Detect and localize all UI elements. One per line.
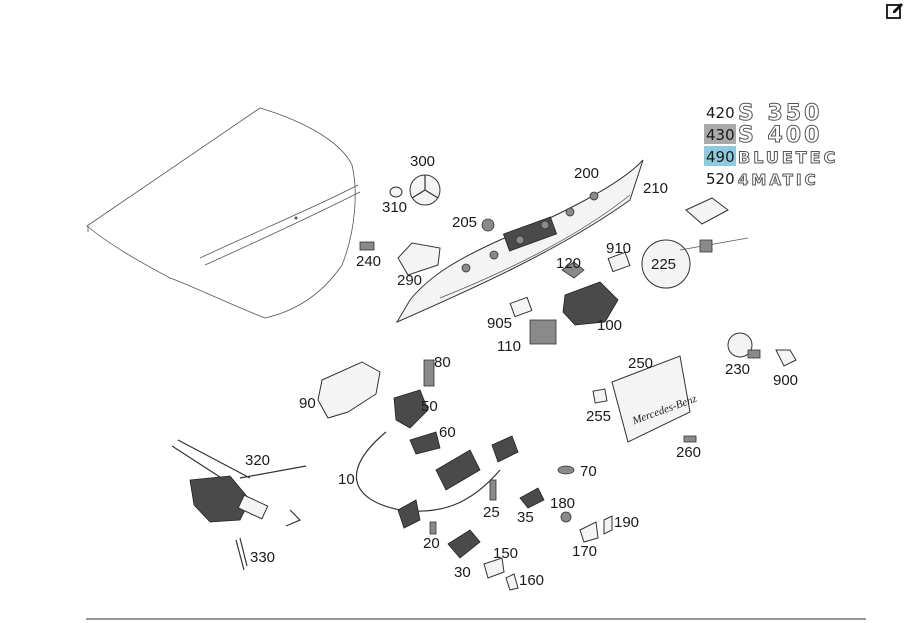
edit-icon [886, 3, 903, 19]
label-250: 250 [628, 355, 653, 372]
badge-num-430: 430 [706, 126, 735, 144]
part-190 [603, 515, 613, 535]
handle-strip [395, 159, 644, 324]
label-260: 260 [676, 444, 701, 461]
label-70: 70 [580, 463, 597, 480]
label-205: 205 [452, 214, 477, 231]
camera-unit [561, 251, 631, 326]
label-320: 320 [245, 452, 270, 469]
part-180 [560, 511, 572, 523]
label-240: 240 [356, 253, 381, 270]
label-300: 300 [410, 153, 435, 170]
bracket-290 [397, 242, 441, 276]
latch-50 [393, 359, 435, 429]
part-170 [579, 521, 599, 543]
label-25: 25 [483, 504, 500, 521]
label-225: 225 [651, 256, 676, 273]
badge-num-490: 490 [706, 148, 735, 166]
screw-20 [429, 521, 437, 535]
label-255: 255 [586, 408, 611, 425]
label-80: 80 [434, 354, 451, 371]
label-190: 190 [614, 514, 639, 531]
label-35: 35 [517, 509, 534, 526]
label-150: 150 [493, 545, 518, 562]
label-100: 100 [597, 317, 622, 334]
bolt-240 [359, 241, 375, 251]
lock-cover-90 [317, 361, 381, 419]
screw-25 [489, 479, 497, 501]
label-170: 170 [572, 543, 597, 560]
badge-highlight-430 [704, 124, 736, 144]
model-badges: 420 430 490 520 S 350 S 400 BLUETEC 4MAT… [704, 101, 838, 190]
washer-70 [557, 465, 575, 475]
label-230: 230 [725, 361, 750, 378]
label-60: 60 [439, 424, 456, 441]
clip-205 [481, 218, 495, 232]
lamp-225 [641, 197, 749, 289]
label-200: 200 [574, 165, 599, 182]
badge-text-430: S 400 [738, 123, 822, 148]
label-160: 160 [519, 572, 544, 589]
label-90: 90 [299, 395, 316, 412]
cable-10 [355, 431, 519, 529]
bracket-35 [519, 487, 545, 509]
star-emblem [389, 174, 441, 206]
label-905: 905 [487, 315, 512, 332]
bracket-30 [447, 529, 481, 559]
pin-160 [505, 573, 519, 591]
label-30: 30 [454, 564, 471, 581]
motor-320 [171, 439, 307, 571]
part-60 [409, 431, 441, 455]
badge-text-490: BLUETEC [738, 148, 838, 167]
label-290: 290 [397, 272, 422, 289]
sensor-230 [727, 332, 797, 367]
trunk-lid [86, 107, 361, 319]
badge-highlight-490 [704, 146, 736, 166]
badge-num-520: 520 [706, 170, 735, 188]
label-10: 10 [338, 471, 355, 488]
edit-button[interactable] [884, 0, 906, 22]
label-120: 120 [556, 255, 581, 272]
badge-text-420: S 350 [738, 101, 822, 126]
label-110: 110 [497, 338, 521, 355]
badge-num-420: 420 [706, 104, 735, 122]
label-310: 310 [382, 199, 407, 216]
license-plate: Mercedes-Benz [592, 355, 699, 443]
part-150 [483, 557, 505, 579]
label-900: 900 [773, 372, 798, 389]
part-labels: 300 310 200 210 205 240 290 910 120 225 … [245, 153, 798, 589]
label-910: 910 [606, 240, 631, 257]
label-210: 210 [643, 180, 668, 197]
label-330: 330 [250, 549, 275, 566]
badge-text-520: 4MATIC [738, 171, 819, 189]
label-50: 50 [421, 398, 438, 415]
connector-110 [509, 296, 557, 345]
label-20: 20 [423, 535, 440, 552]
label-180: 180 [550, 495, 575, 512]
